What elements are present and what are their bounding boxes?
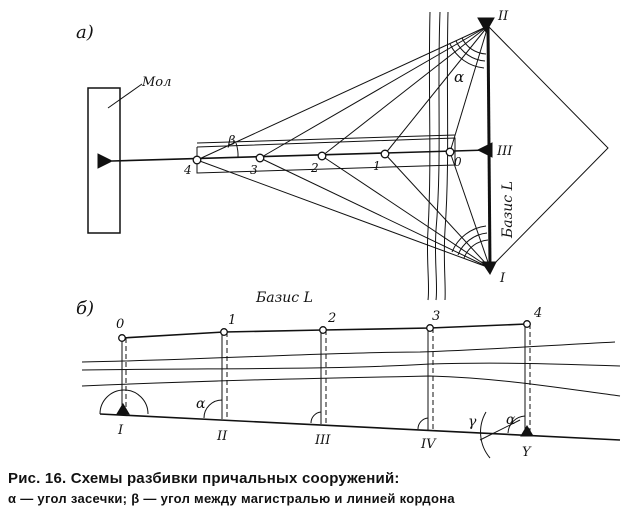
arc-Y-gamma bbox=[480, 411, 491, 459]
station-III-label: III bbox=[496, 144, 513, 159]
station-I-label: I bbox=[499, 271, 506, 286]
shoreline-2 bbox=[434, 11, 441, 301]
bottom-label-III: III bbox=[314, 433, 331, 448]
gamma-leader bbox=[479, 419, 521, 441]
alpha-arc-I-2 bbox=[457, 232, 488, 256]
contour-3 bbox=[81, 375, 621, 397]
ray-II-0 bbox=[449, 25, 489, 153]
arc-I bbox=[99, 389, 149, 415]
top-label-2: 2 bbox=[327, 311, 336, 326]
diagram-b: б) Базис L 0 1 2 3 4 bbox=[76, 290, 621, 460]
contour-1 bbox=[81, 341, 616, 363]
shoreline-3 bbox=[443, 11, 449, 301]
bottom-base-line bbox=[99, 413, 621, 441]
top-point-4 bbox=[523, 320, 531, 328]
ray-II-4 bbox=[196, 25, 489, 161]
top-point-0 bbox=[118, 334, 126, 342]
angle-beta-label: β bbox=[227, 134, 236, 149]
top-label-1: 1 bbox=[228, 313, 236, 328]
point-label-4: 4 bbox=[183, 163, 192, 177]
point-label-0: 0 bbox=[454, 155, 462, 169]
angle-gamma-label: γ bbox=[468, 414, 477, 430]
berth-inner-line bbox=[196, 134, 456, 144]
panel-a-label: а) bbox=[76, 22, 94, 43]
ray-I-0 bbox=[449, 151, 491, 269]
figure-caption: Рис. 16. Схемы разбивки причальных соору… bbox=[8, 470, 633, 506]
station-II-label: II bbox=[497, 9, 509, 24]
point-label-1: 1 bbox=[373, 159, 381, 173]
panel-b-label: б) bbox=[76, 298, 94, 319]
station-III-marker bbox=[476, 142, 493, 158]
point-4 bbox=[192, 155, 202, 165]
right-diamond bbox=[487, 25, 609, 269]
alpha-arc-II-1 bbox=[461, 37, 487, 55]
ray-I-1 bbox=[384, 153, 491, 269]
alpha-arc-II-2 bbox=[455, 40, 486, 62]
angle-alpha-left-label: α bbox=[196, 396, 206, 412]
angle-alpha-right-label: α bbox=[506, 412, 516, 428]
station-b-I-marker bbox=[116, 403, 130, 415]
mole-label-leader bbox=[107, 83, 143, 109]
beta-arc bbox=[235, 142, 239, 159]
point-2 bbox=[317, 151, 327, 161]
ray-II-3 bbox=[259, 25, 489, 159]
top-point-2 bbox=[319, 326, 327, 334]
diagram-figure: а) Мол α bbox=[76, 9, 621, 460]
point-label-3: 3 bbox=[250, 163, 258, 177]
base-label-b: Базис L bbox=[255, 290, 313, 306]
arc-Y-alpha bbox=[507, 415, 526, 434]
alpha-arc-II-3 bbox=[449, 43, 485, 69]
point-0 bbox=[445, 147, 455, 157]
top-point-3 bbox=[426, 324, 434, 332]
station-II-marker bbox=[477, 17, 495, 34]
bottom-label-IV: IV bbox=[420, 437, 437, 452]
arc-II bbox=[203, 399, 223, 419]
base-label-a: Базис L bbox=[500, 181, 516, 239]
diagram-a: а) Мол α bbox=[76, 9, 609, 301]
station-I-marker bbox=[481, 261, 497, 275]
shoreline-1 bbox=[426, 11, 431, 301]
ray-I-4 bbox=[196, 159, 491, 269]
bottom-label-II: II bbox=[216, 429, 228, 444]
ray-I-3 bbox=[259, 157, 491, 269]
top-point-1 bbox=[220, 328, 228, 336]
top-label-4: 4 bbox=[533, 306, 542, 321]
mole-label: Мол bbox=[141, 75, 171, 90]
bottom-label-Y: Y bbox=[522, 445, 532, 460]
station-b-Y-marker bbox=[520, 425, 534, 437]
point-1 bbox=[380, 149, 390, 159]
point-3 bbox=[255, 153, 265, 163]
caption-legend: α — угол засечки; β — угол между магистр… bbox=[8, 491, 455, 506]
main-line bbox=[111, 149, 489, 162]
bottom-label-I: I bbox=[117, 423, 124, 438]
arc-III bbox=[310, 411, 322, 424]
ray-II-1 bbox=[384, 25, 489, 155]
arc-IV bbox=[417, 417, 429, 430]
alpha-arc-I-3 bbox=[451, 225, 487, 253]
point-label-2: 2 bbox=[310, 161, 319, 175]
caption-title: Рис. 16. Схемы разбивки причальных соору… bbox=[8, 470, 400, 487]
top-label-0: 0 bbox=[116, 317, 124, 332]
alpha-arc-I-1 bbox=[463, 239, 489, 259]
contour-2 bbox=[81, 362, 621, 371]
angle-alpha-label: α bbox=[454, 68, 464, 86]
ray-I-2 bbox=[321, 155, 491, 269]
top-label-3: 3 bbox=[432, 309, 440, 324]
mole-station-marker bbox=[97, 153, 114, 169]
